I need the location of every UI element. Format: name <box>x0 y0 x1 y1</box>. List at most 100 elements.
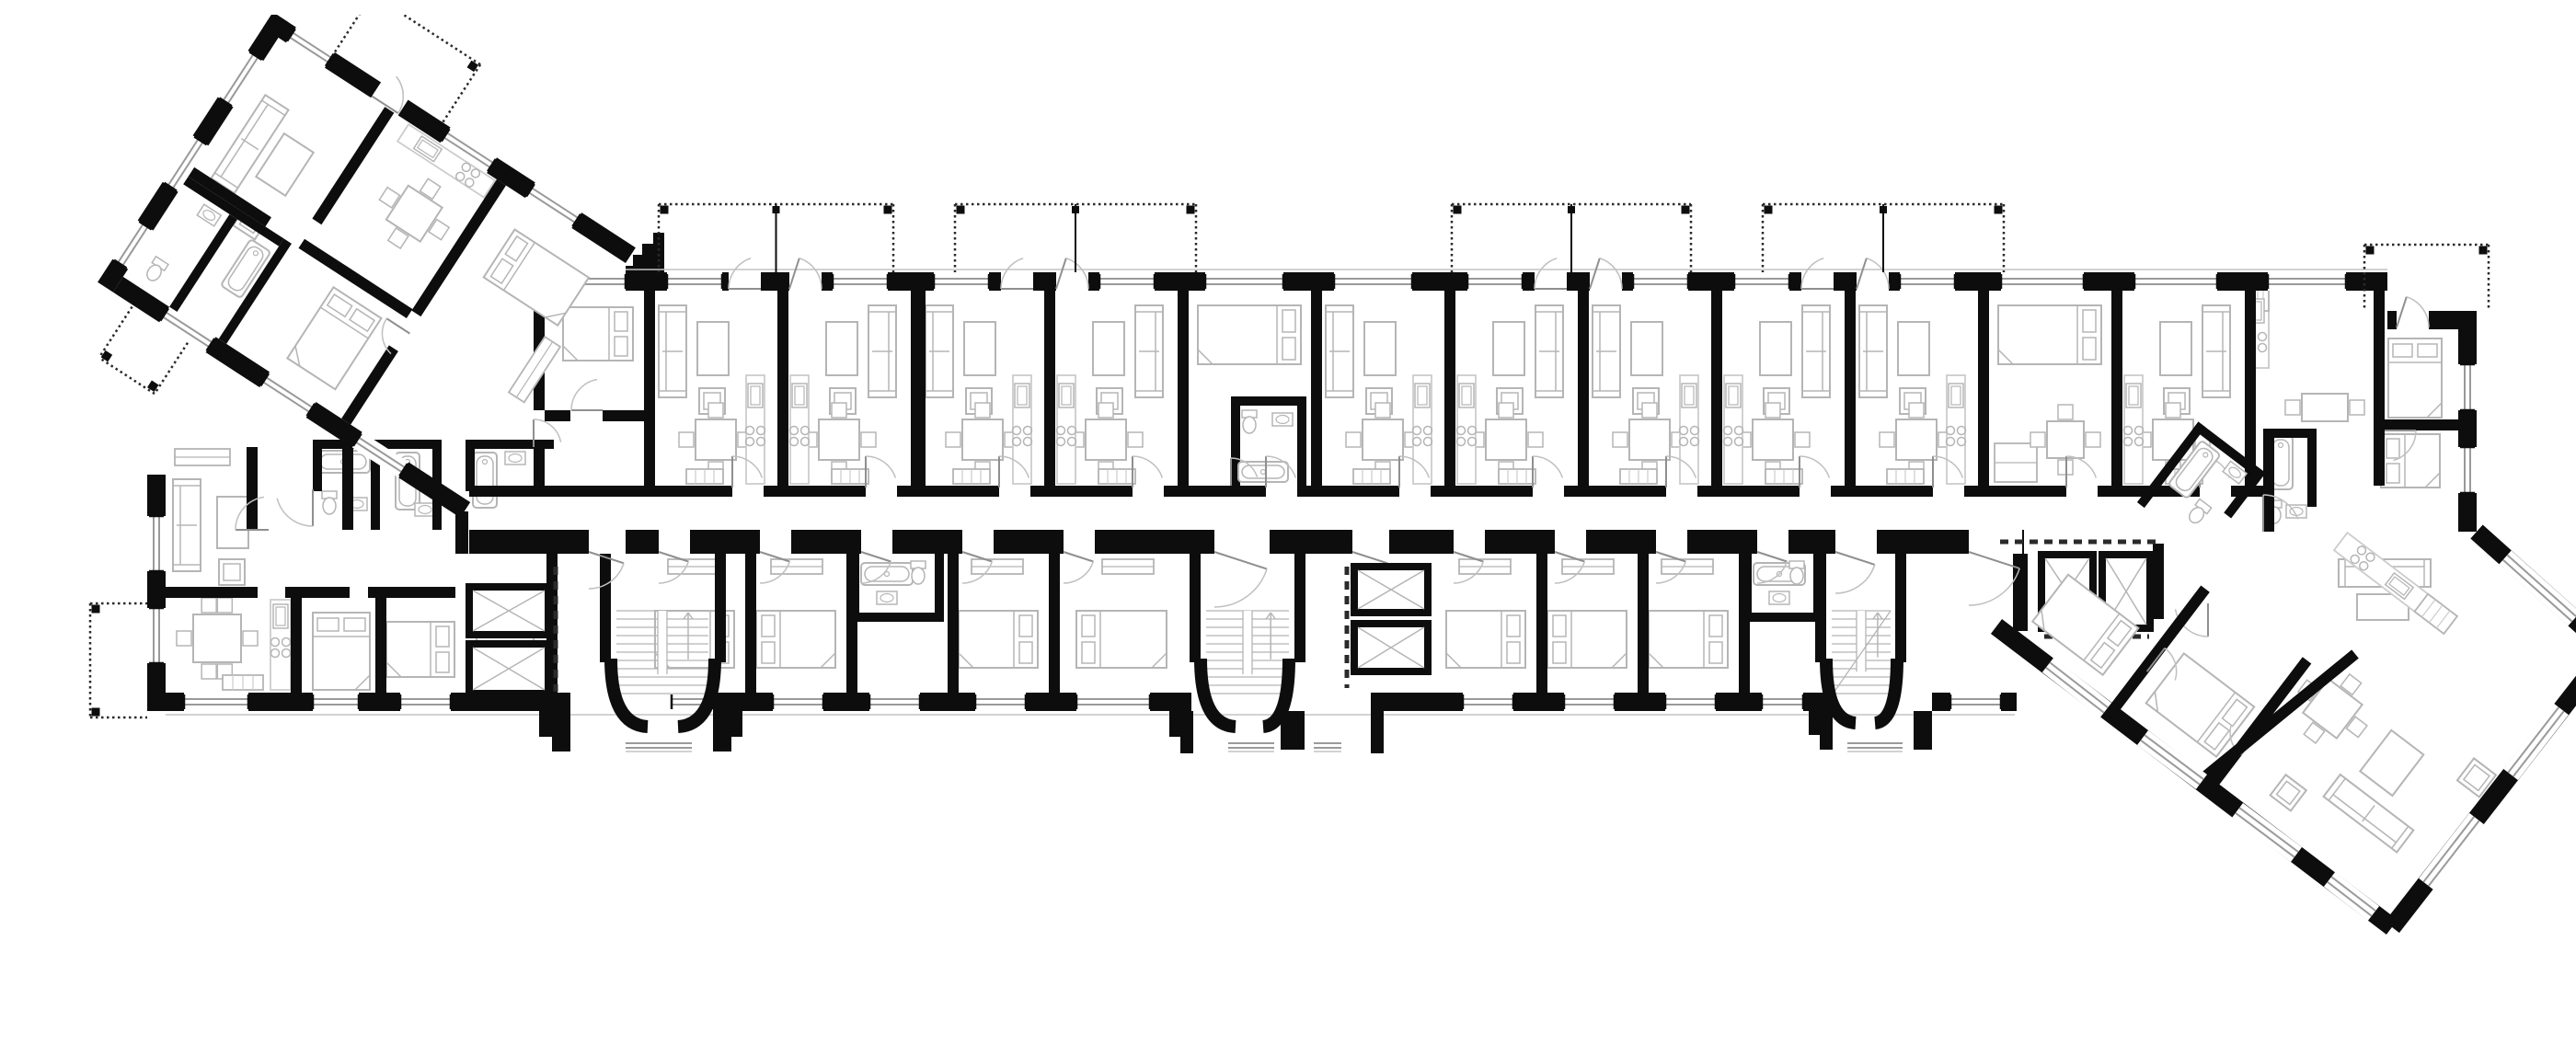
window-gap <box>2268 272 2346 291</box>
basin-bowl <box>1772 592 1787 603</box>
stair <box>616 610 708 694</box>
glazing <box>265 376 314 408</box>
door-swing <box>588 563 625 590</box>
window <box>159 306 216 353</box>
window <box>259 372 316 418</box>
pillow <box>343 617 366 632</box>
floor-plan <box>37 15 2576 1029</box>
jamb <box>351 432 362 447</box>
glazing <box>2422 816 2476 883</box>
wall <box>342 447 353 530</box>
door-gap <box>1801 272 1834 291</box>
bed <box>1648 610 1729 669</box>
right-wing-shell <box>1990 524 2576 935</box>
wall <box>1412 272 1467 291</box>
wall <box>2458 410 2477 447</box>
balcony-layer <box>2363 243 2490 311</box>
door <box>998 455 1030 488</box>
pillow <box>1081 641 1096 664</box>
chair <box>1498 402 1514 419</box>
wall <box>147 475 166 516</box>
pillow <box>2386 438 2400 459</box>
wall <box>1371 693 1463 711</box>
coffee-table <box>1630 321 1663 376</box>
wall <box>1026 693 1076 711</box>
hob-ring <box>2356 545 2367 556</box>
window <box>1203 272 1285 291</box>
door-gap <box>1001 272 1033 291</box>
glazing <box>355 441 403 474</box>
wc <box>1241 409 1258 434</box>
door <box>371 75 405 114</box>
coffee-table <box>2159 321 2192 376</box>
door-swing <box>276 498 314 527</box>
basin-bowl <box>418 504 432 515</box>
door-swing <box>1968 568 2020 606</box>
wall <box>247 15 289 62</box>
pillow <box>614 311 628 332</box>
bowl <box>146 264 162 281</box>
line <box>687 612 694 620</box>
room <box>1445 558 1526 669</box>
cabinet <box>1498 468 1536 485</box>
wall <box>1150 693 1191 711</box>
coffee-table <box>1897 321 1930 376</box>
coffee-table <box>1897 321 1930 376</box>
chair <box>2057 404 2074 420</box>
wc <box>2189 498 2213 524</box>
hob-ring <box>270 637 281 648</box>
door <box>865 455 897 488</box>
rail-post <box>660 205 669 214</box>
apartment-module <box>658 304 766 485</box>
door-swing <box>759 561 791 584</box>
door <box>728 257 761 290</box>
doors <box>2174 603 2209 637</box>
hob <box>270 637 292 659</box>
wc <box>146 255 170 281</box>
wall <box>1638 554 1649 693</box>
corridor-wall <box>469 455 2263 497</box>
wall <box>2106 585 2210 717</box>
wall <box>1164 486 1266 497</box>
wall <box>1567 272 1590 291</box>
sink-bowl <box>2128 385 2139 406</box>
cabinet <box>222 674 264 691</box>
wall <box>1789 272 1801 291</box>
coffee-table <box>963 321 996 376</box>
apartment-module <box>788 304 897 485</box>
bed-line <box>502 242 535 292</box>
armchair <box>218 558 246 586</box>
fold <box>562 345 579 361</box>
window-gap <box>975 693 1026 711</box>
window <box>440 127 497 173</box>
wall <box>2136 421 2206 509</box>
balcony-door <box>1055 257 1089 291</box>
drain <box>2202 452 2209 458</box>
pillow <box>2417 343 2438 358</box>
wall <box>2307 429 2317 507</box>
dining-table <box>1735 402 1811 477</box>
wall <box>1932 693 1950 711</box>
wall <box>368 587 455 598</box>
chair <box>678 431 695 448</box>
pillow <box>326 293 353 318</box>
wall <box>1178 291 1189 486</box>
basin <box>2222 460 2248 485</box>
door-swing <box>2174 609 2209 637</box>
window-gap <box>313 693 359 711</box>
rail-post <box>1568 206 1575 213</box>
wall <box>1711 291 1722 486</box>
balcony-door <box>1534 257 1567 291</box>
room <box>1547 558 1627 669</box>
wall <box>1294 554 1305 662</box>
window <box>1466 272 1524 291</box>
hob-ring <box>2365 552 2375 562</box>
coffee-table <box>1492 321 1525 376</box>
stringer <box>1243 611 1252 675</box>
wardrobe <box>1458 558 1512 575</box>
fold <box>1611 652 1627 669</box>
wall <box>644 291 655 486</box>
cabinet <box>1619 468 1658 485</box>
table <box>1895 419 1938 461</box>
window-gap <box>2503 703 2569 781</box>
